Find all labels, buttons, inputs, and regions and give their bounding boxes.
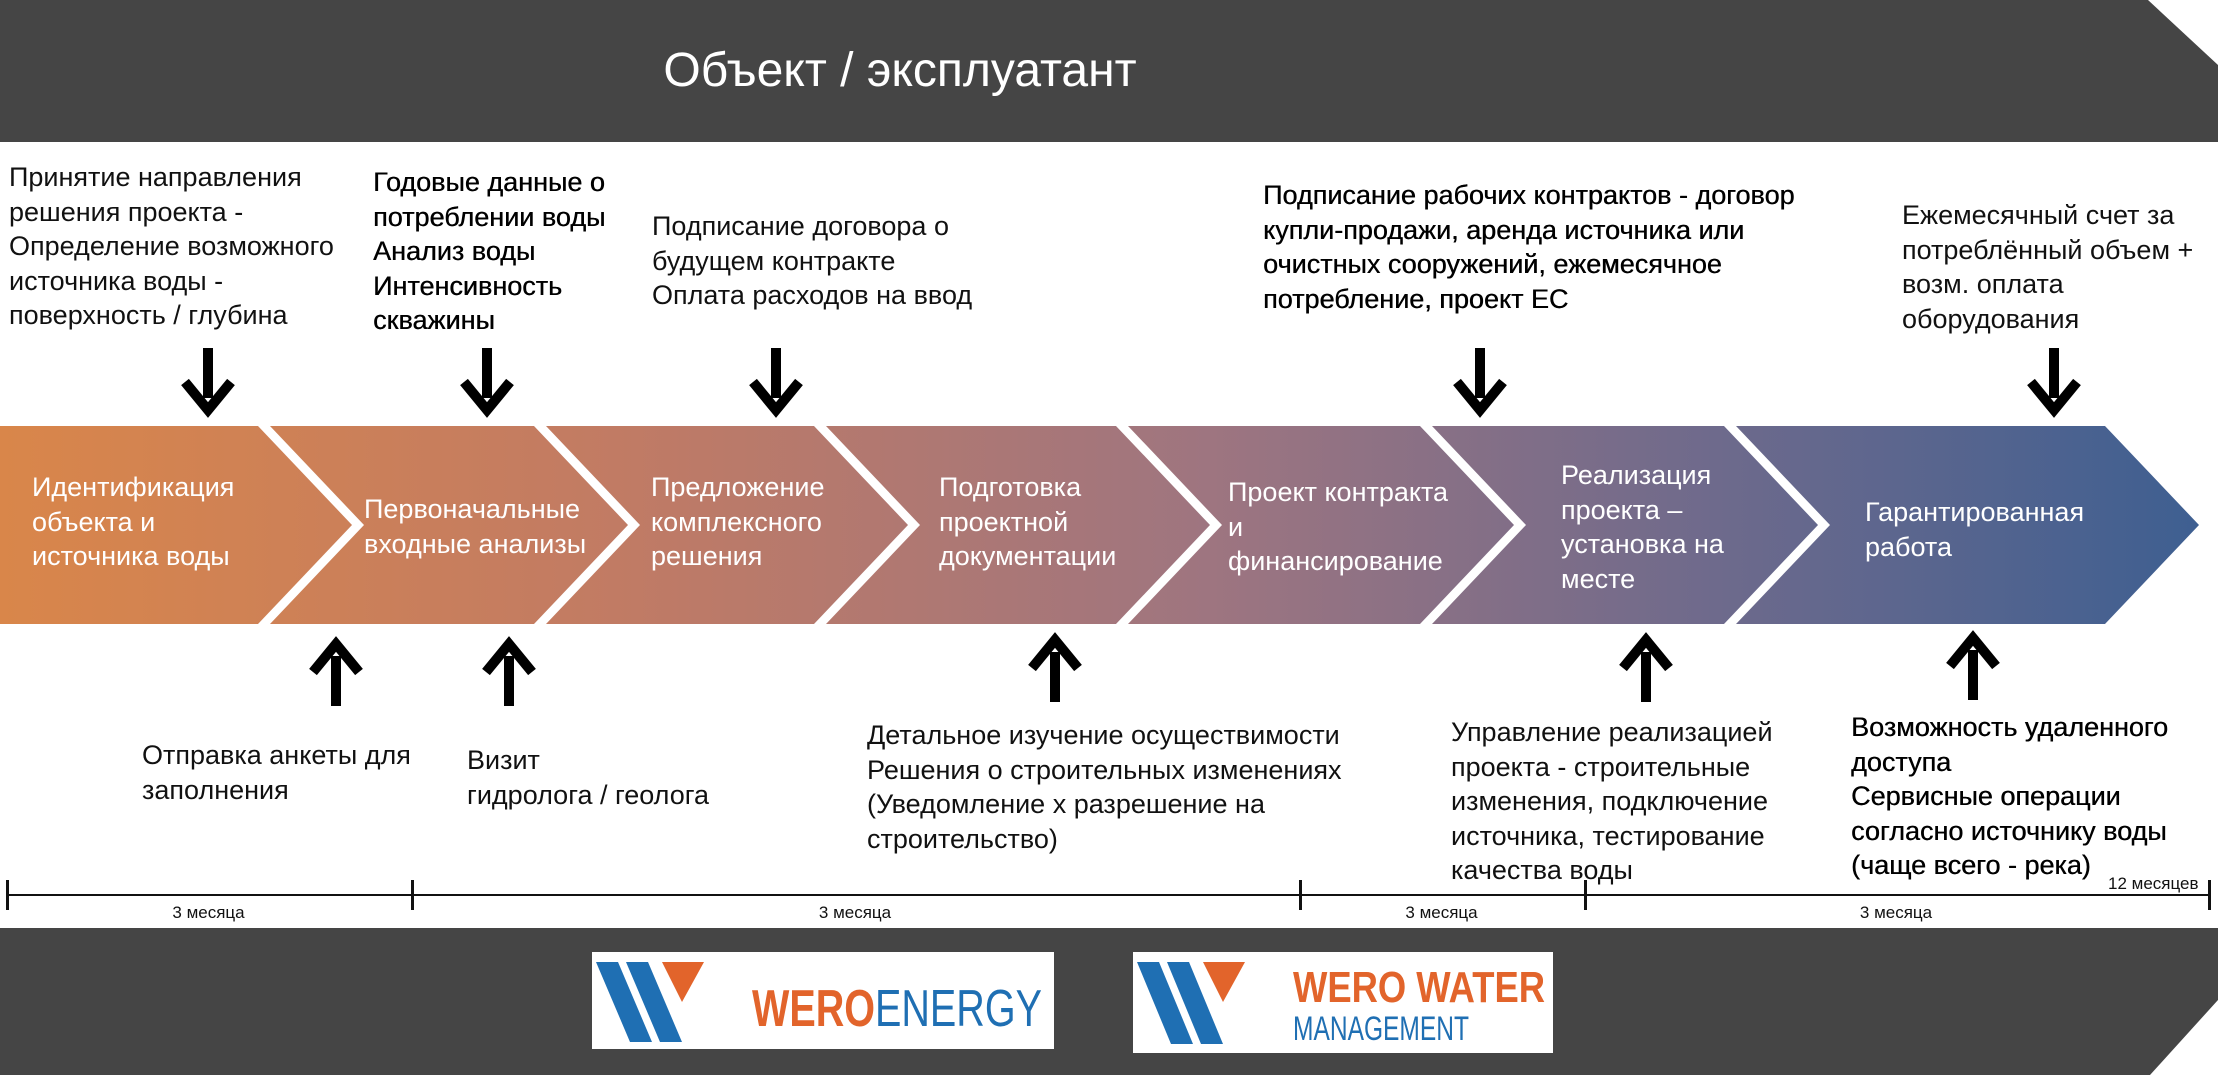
arrow-up-icon <box>482 636 536 706</box>
timeline-tick <box>2208 880 2211 910</box>
input-bottom-2: Визит гидролога / геолога <box>467 745 710 810</box>
stage-chevron <box>1736 426 2199 624</box>
page-title: Объект / эксплуатант <box>663 44 1137 97</box>
arrow-up-icon <box>309 636 363 706</box>
input-top-2: Годовые данные о потреблении воды Анализ… <box>373 167 606 335</box>
stage-chevron <box>0 426 352 624</box>
logo-wero-water-part2: MANAGEMENT <box>1293 1010 1469 1048</box>
timeline-duration-4: 3 месяца <box>1859 903 1933 922</box>
timeline-duration-1: 3 месяца <box>172 903 245 922</box>
stage-chevron <box>826 426 1210 624</box>
input-top-3: Подписание договора о будущем контракте … <box>652 211 973 310</box>
stage-label-5: Проект контракта и финансирование <box>1228 477 1449 576</box>
arrow-down-icon <box>1453 348 1507 418</box>
stage-label-7: Гарантированная работа <box>1865 497 2085 562</box>
input-top-1: Принятие направления решения проекта - О… <box>9 162 334 330</box>
input-top-4: Подписание рабочих контрактов - договор … <box>1263 180 1795 314</box>
arrow-down-icon <box>749 348 803 418</box>
stage-label-1: Идентификация объекта и источника воды <box>32 472 235 571</box>
arrow-down-icon <box>2027 348 2081 418</box>
wero-water-logo: WERO WATER MANAGEMENT <box>1133 952 1553 1053</box>
input-bottom-4: Управление реализацией проекта - строите… <box>1451 717 1773 885</box>
arrow-up-icon <box>1946 630 2000 700</box>
timeline-tick <box>6 880 9 910</box>
svg-text:WEROENERGY: WEROENERGY <box>752 980 1042 1038</box>
input-bottom-3: Детальное изучение осуществимости Решени… <box>867 720 1342 854</box>
logo-wero-energy-part1: WERO <box>752 980 875 1038</box>
logo-wero-energy-part2: ENERGY <box>875 980 1042 1038</box>
timeline-tick <box>1584 880 1587 910</box>
arrow-down-icon <box>460 348 514 418</box>
input-bottom-5: Возможность удаленного доступа Сервисные… <box>1851 712 2169 880</box>
stage-chevron <box>1432 426 1818 624</box>
timeline-duration-3: 3 месяца <box>1405 903 1478 922</box>
arrow-up-icon <box>1028 632 1082 702</box>
timeline-end-label: 12 месяцев <box>2108 874 2199 893</box>
stage-chevron <box>1128 426 1514 624</box>
input-bottom-1: Отправка анкеты для заполнения <box>142 740 411 805</box>
arrow-down-icon <box>181 348 235 418</box>
timeline-axis <box>6 894 2211 896</box>
stage-label-4: Подготовка проектной документации <box>939 472 1117 571</box>
timeline-duration-2: 3 месяца <box>818 903 892 922</box>
header-band <box>0 0 2218 142</box>
timeline-tick <box>1299 880 1302 910</box>
timeline-tick <box>411 880 414 910</box>
stage-label-3: Предложение комплексного решения <box>651 472 825 571</box>
process-chevrons <box>0 426 2199 624</box>
footer-band <box>0 928 2218 1075</box>
stage-chevron <box>270 426 628 624</box>
stage-label-6: Реализация проекта – установка на месте <box>1561 460 1724 594</box>
stage-label-2: Первоначальные входные анализы <box>364 494 587 559</box>
wero-energy-logo: WEROENERGY <box>592 952 1054 1049</box>
stage-chevron <box>546 426 908 624</box>
arrow-up-icon <box>1619 632 1673 702</box>
input-top-5: Ежемесячный счет за потреблённый объем +… <box>1902 200 2194 334</box>
logo-wero-water-part1: WERO WATER <box>1293 963 1545 1012</box>
